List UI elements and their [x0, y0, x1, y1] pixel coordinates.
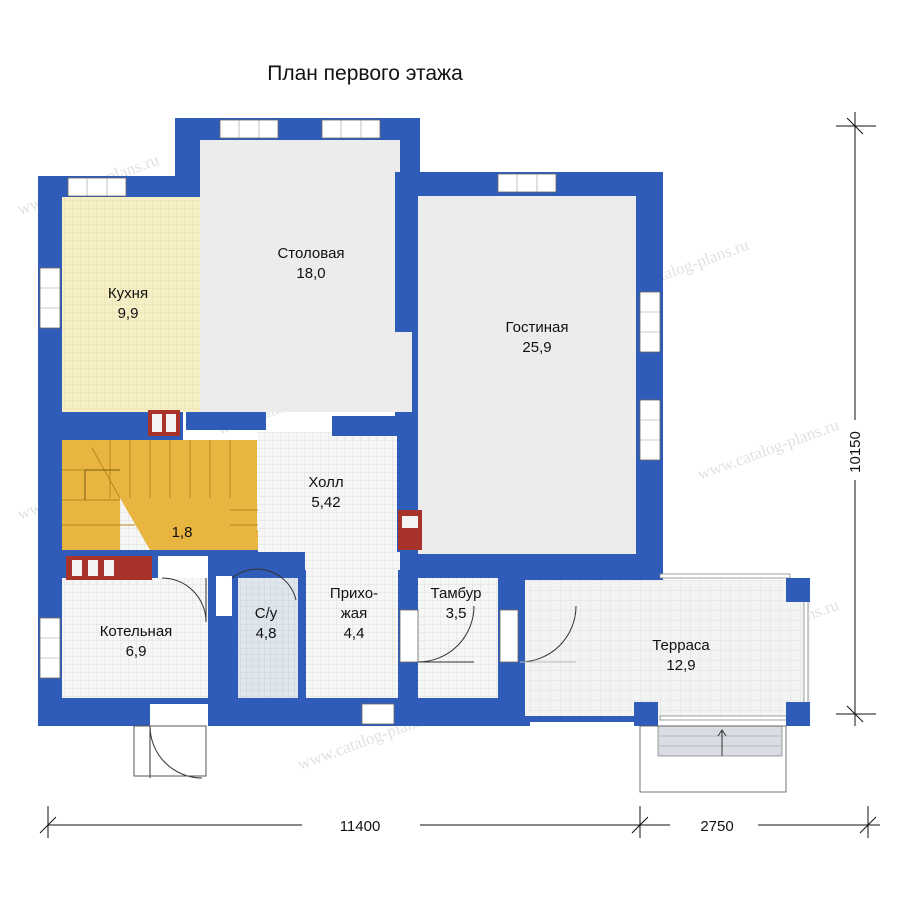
terrace-structure — [520, 573, 810, 793]
room-name-kitchen: Кухня — [108, 285, 148, 302]
kitchen-floor — [62, 197, 202, 412]
window — [219, 119, 279, 139]
window — [499, 609, 519, 663]
window — [361, 703, 395, 725]
room-area-hall: 5,42 — [311, 494, 340, 511]
dimension-width-main: 11400 — [340, 818, 381, 835]
doors — [133, 556, 577, 779]
plan-title: План первого этажа — [267, 62, 463, 85]
window — [67, 177, 127, 197]
terrace-floor — [525, 580, 810, 720]
boiler-floor — [62, 578, 208, 698]
door-swing — [231, 568, 297, 601]
door-swing — [519, 605, 577, 663]
vestibule-floor — [418, 578, 498, 698]
dimension-labels: 11400 2750 10150 — [340, 431, 864, 835]
room-labels: Кухня 9,9 Столовая 18,0 Гостиная 25,9 Хо… — [100, 245, 711, 674]
windows — [39, 119, 661, 725]
watermark-text: www.catalog-plans.ru — [695, 415, 842, 484]
room-area-wc: 4,8 — [256, 625, 277, 642]
window — [321, 119, 381, 139]
room-name-boiler: Котельная — [100, 623, 173, 640]
room-area-kitchen: 9,9 — [118, 305, 139, 322]
room-area-boiler: 6,9 — [126, 643, 147, 660]
window — [639, 399, 661, 461]
room-area-vestibule: 3,5 — [446, 605, 467, 622]
room-area-entry: 4,4 — [344, 625, 365, 642]
dimension-lines — [39, 112, 880, 838]
room-name-entry-line1: Прихо- — [330, 585, 378, 602]
window — [39, 267, 61, 329]
room-name-terrace: Терраса — [652, 637, 710, 654]
room-area-living: 25,9 — [522, 339, 551, 356]
room-name-entry-line2: жая — [341, 605, 368, 622]
wc-floor — [236, 578, 298, 698]
window — [639, 291, 661, 353]
living-floor — [418, 196, 636, 554]
room-name-vestibule: Тамбур — [431, 585, 482, 602]
dimension-height: 10150 — [847, 431, 864, 473]
room-area-stairs: 1,8 — [172, 524, 193, 541]
door-swing — [149, 725, 203, 779]
staircase — [62, 440, 258, 550]
room-area-terrace: 12,9 — [666, 657, 695, 674]
room-name-living: Гостиная — [506, 319, 569, 336]
door-swing — [417, 605, 475, 663]
dimension-width-terrace: 2750 — [700, 818, 733, 835]
chimneys — [66, 410, 422, 580]
window — [399, 609, 419, 663]
room-name-dining: Столовая — [277, 245, 344, 262]
floors — [62, 140, 810, 720]
room-name-wc: С/у — [255, 605, 278, 622]
window — [497, 173, 557, 193]
door-swing — [161, 577, 207, 623]
window — [39, 617, 61, 679]
room-area-dining: 18,0 — [296, 265, 325, 282]
room-name-hall: Холл — [308, 474, 343, 491]
